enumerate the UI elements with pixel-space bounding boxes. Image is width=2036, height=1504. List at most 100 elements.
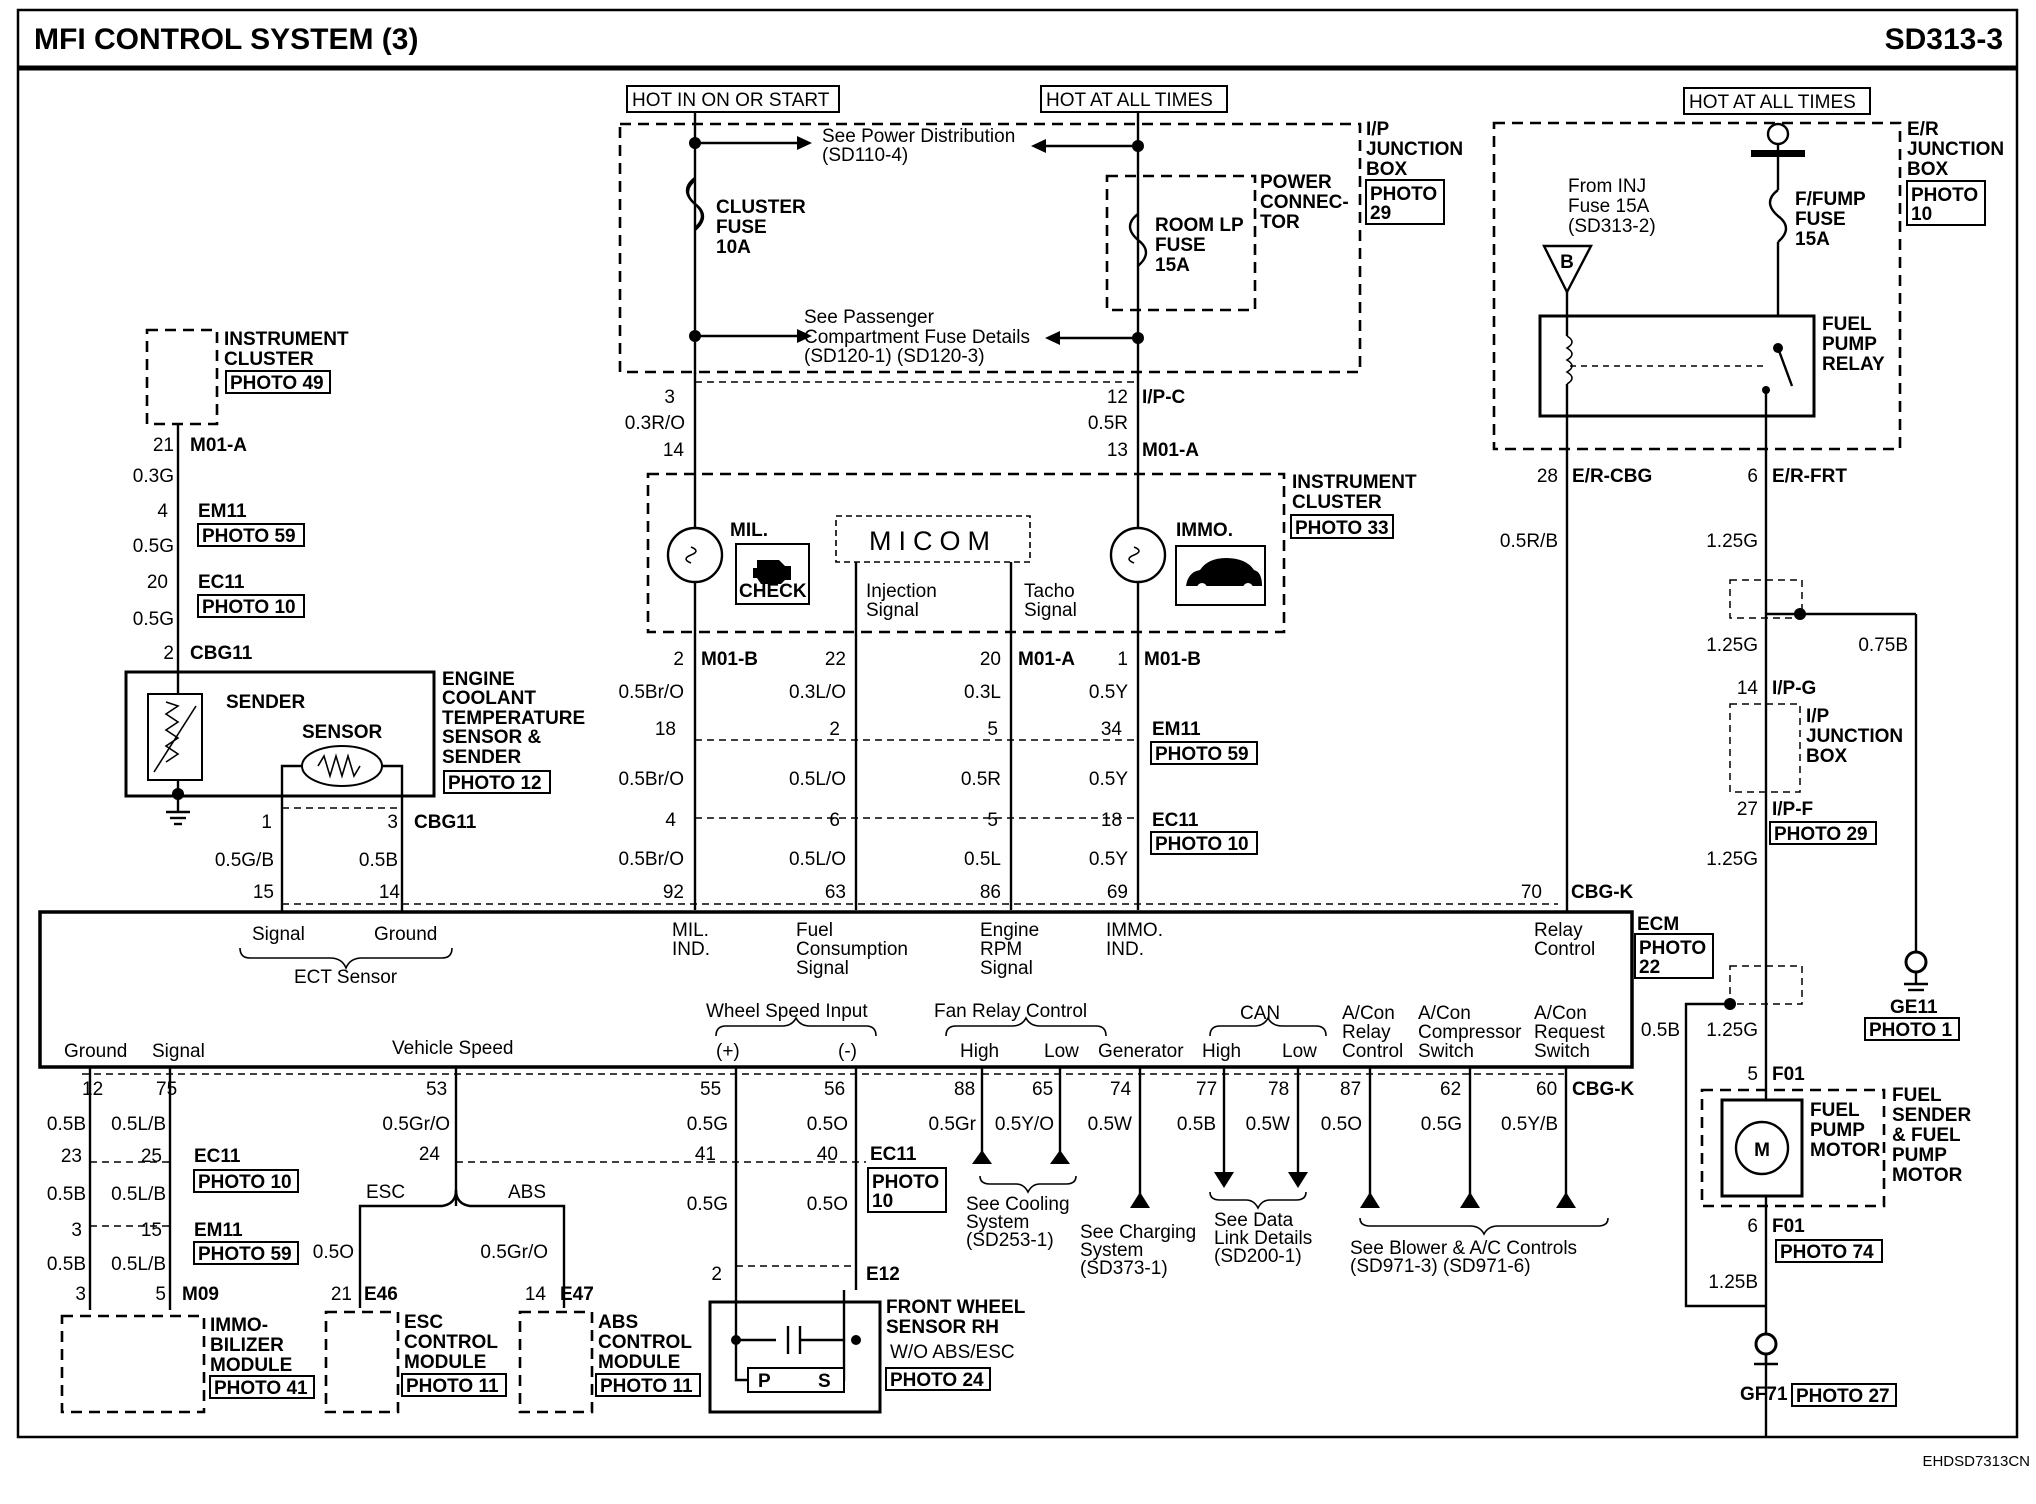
immo-photo-box <box>209 1375 315 1399</box>
pin-label: 23 <box>61 1146 82 1167</box>
pin-label: 63 <box>825 882 846 903</box>
pin-label: 5 <box>987 719 998 740</box>
sensor-lead-right <box>382 764 404 802</box>
pin-label: 14 <box>1737 678 1759 699</box>
pin-label: 15 <box>141 1220 162 1241</box>
wheel-photo-box <box>885 1367 991 1391</box>
er-junction-box-outline <box>1492 121 1902 451</box>
wire-color: 0.5O <box>1321 1114 1362 1135</box>
wo-abs-label: W/O ABS/ESC <box>890 1342 1015 1363</box>
ps-box <box>747 1367 845 1393</box>
connector-b-triangle <box>1542 244 1593 295</box>
ref-arrow <box>1360 1192 1380 1208</box>
connector-m01a-2: M01-A <box>1018 649 1075 670</box>
connector-m01a: M01-A <box>1142 440 1199 461</box>
abs-photo: PHOTO 11 <box>600 1376 693 1397</box>
wire-color: 1.25G <box>1706 849 1758 870</box>
cluster-photo: PHOTO 33 <box>1295 518 1389 539</box>
pin-label: 2 <box>829 719 840 740</box>
ecm-low-2: Low <box>1282 1041 1317 1062</box>
mil-label: MIL. <box>730 520 768 541</box>
blower-brace <box>1359 1217 1609 1236</box>
wire-color: 0.5B <box>47 1254 86 1275</box>
left-cluster-outline <box>145 328 219 426</box>
immobilizer-module-outline <box>60 1314 206 1414</box>
arrow-head <box>797 329 812 343</box>
pin-label: 20 <box>147 572 168 593</box>
pin-label: 18 <box>1101 810 1122 831</box>
pin-label: 74 <box>1110 1079 1132 1100</box>
pin-label: 6 <box>1747 1216 1758 1237</box>
ecm-high: High <box>960 1041 999 1062</box>
connector-m01b: M01-B <box>701 649 758 670</box>
connector-cbgk-top: CBG-K <box>1571 882 1634 903</box>
pin-label: 55 <box>700 1079 721 1100</box>
wheel-sensor-box <box>708 1300 882 1414</box>
connector-ipc: I/P-C <box>1142 387 1186 408</box>
pin-label: 2 <box>673 649 684 670</box>
gf71-photo: PHOTO 27 <box>1796 1386 1890 1407</box>
wire-color: 0.3R/O <box>625 413 685 434</box>
wire-color: 0.5Y <box>1089 769 1128 790</box>
pin-label: 1 <box>261 812 272 833</box>
wire-color: 0.3L/O <box>789 682 846 703</box>
datalink-brace <box>1209 1191 1307 1210</box>
photo74-label: PHOTO 74 <box>1780 1242 1874 1263</box>
pin-label: 22 <box>825 649 846 670</box>
arrow-head <box>797 136 812 150</box>
page-title: MFI CONTROL SYSTEM (3) <box>34 23 418 56</box>
wire-color: 0.5R <box>961 769 1001 790</box>
photo-label: PHOTO 10 <box>1155 834 1249 855</box>
left-cluster-photo: PHOTO 49 <box>230 373 324 394</box>
pin-label: 13 <box>1107 440 1128 461</box>
ecm-photo-box <box>1634 933 1714 979</box>
pin-label: 87 <box>1340 1079 1361 1100</box>
ecm-low: Low <box>1044 1041 1079 1062</box>
ecm-can: CAN <box>1240 1003 1280 1024</box>
wire-color: 0.5L/O <box>789 849 846 870</box>
ground-ge11-icon <box>1904 950 1928 974</box>
bus-bar <box>1751 150 1805 157</box>
ecm-ground: Ground <box>374 924 437 945</box>
variable-arrow <box>153 705 197 773</box>
pin-label: 2 <box>163 643 174 664</box>
s-label: S <box>818 1371 831 1392</box>
wire-color: 0.5B <box>47 1114 86 1135</box>
wire-color: 0.5L/B <box>111 1254 166 1275</box>
footer-code: EHDSD7313CN <box>1922 1453 2030 1470</box>
connector-em11-left: EM11 <box>198 501 247 522</box>
ref-arrow <box>1050 1150 1070 1164</box>
lamp-filament <box>1128 546 1140 564</box>
connector-ec11-left: EC11 <box>198 572 245 593</box>
photo-box <box>197 594 305 618</box>
photo-box <box>1150 741 1258 765</box>
photo-box <box>193 1169 299 1193</box>
ground-ge11-label: GE11 <box>1890 997 1938 1018</box>
wire-color: 0.5R/B <box>1500 531 1558 552</box>
wire-color: 1.25G <box>1706 531 1758 552</box>
wire-color: 0.5Br/O <box>619 849 684 870</box>
connector-ipg: I/P-G <box>1772 678 1816 699</box>
wheel-ec11-photo-box <box>867 1167 947 1213</box>
immo-label: IMMO. <box>1176 520 1233 541</box>
pin-label: 15 <box>253 882 274 903</box>
wire-color: 0.3G <box>133 466 174 487</box>
ground-gf71-label: GF71 <box>1740 1384 1788 1405</box>
photo-box <box>197 523 305 547</box>
relay-switch-arm <box>1776 347 1794 387</box>
resistor-zigzag <box>164 701 180 763</box>
wire-color: 0.5O <box>807 1194 848 1215</box>
pin-label: 12 <box>1107 387 1128 408</box>
engine-icon <box>753 560 791 584</box>
pin-label: 6 <box>1747 466 1758 487</box>
